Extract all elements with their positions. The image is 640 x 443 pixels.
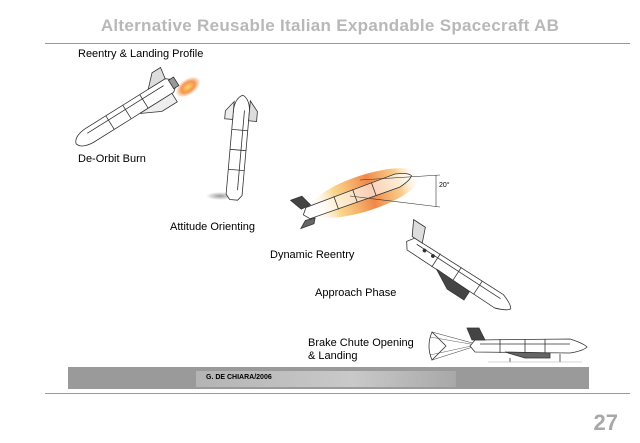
phase-landing-label: Brake Chute Opening & Landing xyxy=(308,337,414,363)
reentry-shuttle-icon: 20° xyxy=(289,168,450,230)
slide-subtitle: Reentry & Landing Profile xyxy=(78,48,204,60)
footer-author: G. DE CHIARA/2006 xyxy=(206,374,272,381)
phase-landing-label-line1: Brake Chute Opening xyxy=(308,337,414,349)
landing-shuttle-icon xyxy=(428,327,588,363)
phase-deorbit-label: De-Orbit Burn xyxy=(78,153,146,165)
phase-approach-label: Approach Phase xyxy=(315,287,397,299)
attitude-shuttle-icon xyxy=(206,94,258,201)
phase-attitude-label: Attitude Orienting xyxy=(170,221,255,233)
phase-reentry-label: Dynamic Reentry xyxy=(270,249,355,261)
angle-label: 20° xyxy=(439,181,450,189)
title-divider xyxy=(45,43,630,44)
phase-landing-label-line2: & Landing xyxy=(308,350,358,362)
footer-inner-band xyxy=(196,371,456,387)
slide-title: Alternative Reusable Italian Expandable … xyxy=(100,16,560,35)
engine-flame-icon xyxy=(175,76,201,98)
page-number: 27 xyxy=(593,410,618,435)
footer-divider xyxy=(45,393,630,394)
brake-chute-icon xyxy=(428,331,447,361)
deorbit-shuttle-icon xyxy=(75,66,201,147)
approach-shuttle-icon xyxy=(406,218,512,311)
